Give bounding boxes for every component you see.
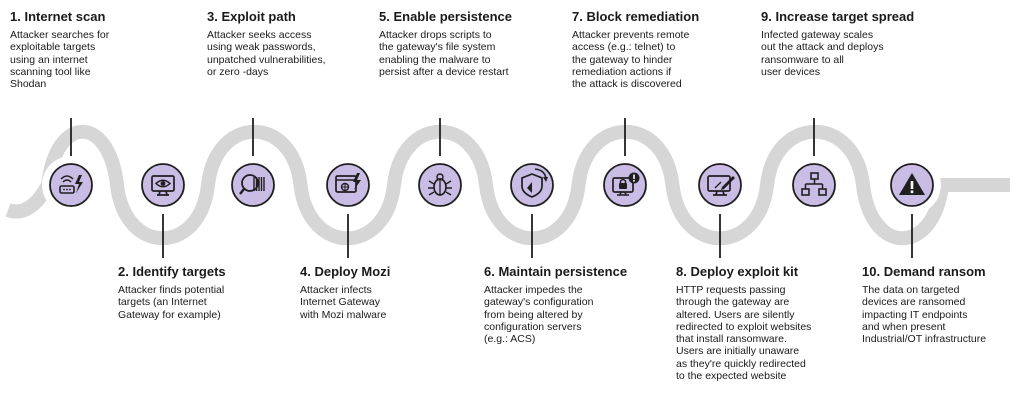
step-10-number: 10. (862, 264, 881, 279)
step-6-label: Maintain persistence (498, 264, 628, 279)
step-8-node-circle (698, 163, 742, 207)
step-4-label: Deploy Mozi (314, 264, 391, 279)
step-6-title: 6. Maintain persistence (484, 264, 674, 279)
step-7-node (596, 156, 654, 214)
step-8-number: 8. (676, 264, 687, 279)
step-8: 8. Deploy exploit kit HTTP requests pass… (676, 264, 866, 382)
step-8-title: 8. Deploy exploit kit (676, 264, 866, 279)
step-6-number: 6. (484, 264, 495, 279)
step-3-node (224, 156, 282, 214)
step-4-number: 4. (300, 264, 311, 279)
network-nodes-icon (801, 172, 827, 196)
step-8-description: HTTP requests passing through the gatewa… (676, 284, 812, 383)
step-8-node (691, 156, 749, 214)
step-10-description: The data on targeted devices are ransome… (862, 284, 987, 346)
step-7-title: 7. Block remediation (572, 9, 762, 24)
step-2-title: 2. Identify targets (118, 264, 308, 279)
magnifier-barcode-icon (239, 174, 265, 195)
step-10-node (883, 156, 941, 214)
step-2-description: Attacker finds potential targets (an Int… (118, 284, 225, 321)
step-5: 5. Enable persistence Attacker drops scr… (379, 9, 569, 78)
step-9-node (785, 156, 843, 214)
step-7-number: 7. (572, 9, 583, 24)
step-9-node-circle (792, 163, 836, 207)
step-9-description: Infected gateway scales out the attack a… (761, 29, 884, 78)
browser-lightning-icon (335, 173, 361, 193)
shield-refresh-icon (521, 168, 548, 198)
step-9-title: 9. Increase target spread (761, 9, 951, 24)
step-1-number: 1. (10, 9, 21, 24)
step-2-node (134, 156, 192, 214)
step-9-number: 9. (761, 9, 772, 24)
step-6-description: Attacker impedes the gateway's configura… (484, 284, 594, 346)
step-10-label: Demand ransom (883, 264, 986, 279)
bug-icon (428, 173, 452, 196)
step-4-description: Attacker infects Internet Gateway with M… (300, 284, 387, 321)
step-1-node (42, 156, 100, 214)
step-2-number: 2. (118, 264, 129, 279)
step-1: 1. Internet scan Attacker searches for e… (10, 9, 200, 90)
step-2-label: Identify targets (132, 264, 226, 279)
step-1-label: Internet scan (24, 9, 106, 24)
step-3-label: Exploit path (221, 9, 296, 24)
step-9: 9. Increase target spread Infected gatew… (761, 9, 951, 78)
step-3-node-circle (231, 163, 275, 207)
step-4-title: 4. Deploy Mozi (300, 264, 490, 279)
router-lightning-icon (59, 175, 83, 194)
step-4-node (319, 156, 377, 214)
step-10-title: 10. Demand ransom (862, 264, 1020, 279)
step-3-description: Attacker seeks access using weak passwor… (207, 29, 326, 78)
step-1-description: Attacker searches for exploitable target… (10, 29, 110, 91)
step-3-title: 3. Exploit path (207, 9, 397, 24)
warning-triangle-icon (899, 173, 925, 195)
step-1-title: 1. Internet scan (10, 9, 200, 24)
step-5-description: Attacker drops scripts to the gateway's … (379, 29, 509, 78)
step-5-number: 5. (379, 9, 390, 24)
step-5-label: Enable persistence (393, 9, 512, 24)
step-8-label: Deploy exploit kit (690, 264, 799, 279)
step-4: 4. Deploy Mozi Attacker infects Internet… (300, 264, 490, 321)
step-7: 7. Block remediation Attacker prevents r… (572, 9, 762, 90)
step-5-node (411, 156, 469, 214)
monitor-eye-icon (151, 175, 175, 196)
step-5-title: 5. Enable persistence (379, 9, 569, 24)
step-10: 10. Demand ransom The data on targeted d… (862, 264, 1020, 345)
step-3-number: 3. (207, 9, 218, 24)
step-7-label: Block remediation (586, 9, 700, 24)
locked-screen-alert-icon (612, 172, 640, 196)
step-3: 3. Exploit path Attacker seeks access us… (207, 9, 397, 78)
step-1-node-circle (49, 163, 93, 207)
step-2: 2. Identify targets Attacker finds poten… (118, 264, 308, 321)
step-6-node (503, 156, 561, 214)
monitor-pen-icon (707, 175, 735, 196)
step-9-label: Increase target spread (775, 9, 915, 24)
step-6: 6. Maintain persistence Attacker impedes… (484, 264, 674, 345)
step-7-description: Attacker prevents remote access (e.g.: t… (572, 29, 690, 91)
